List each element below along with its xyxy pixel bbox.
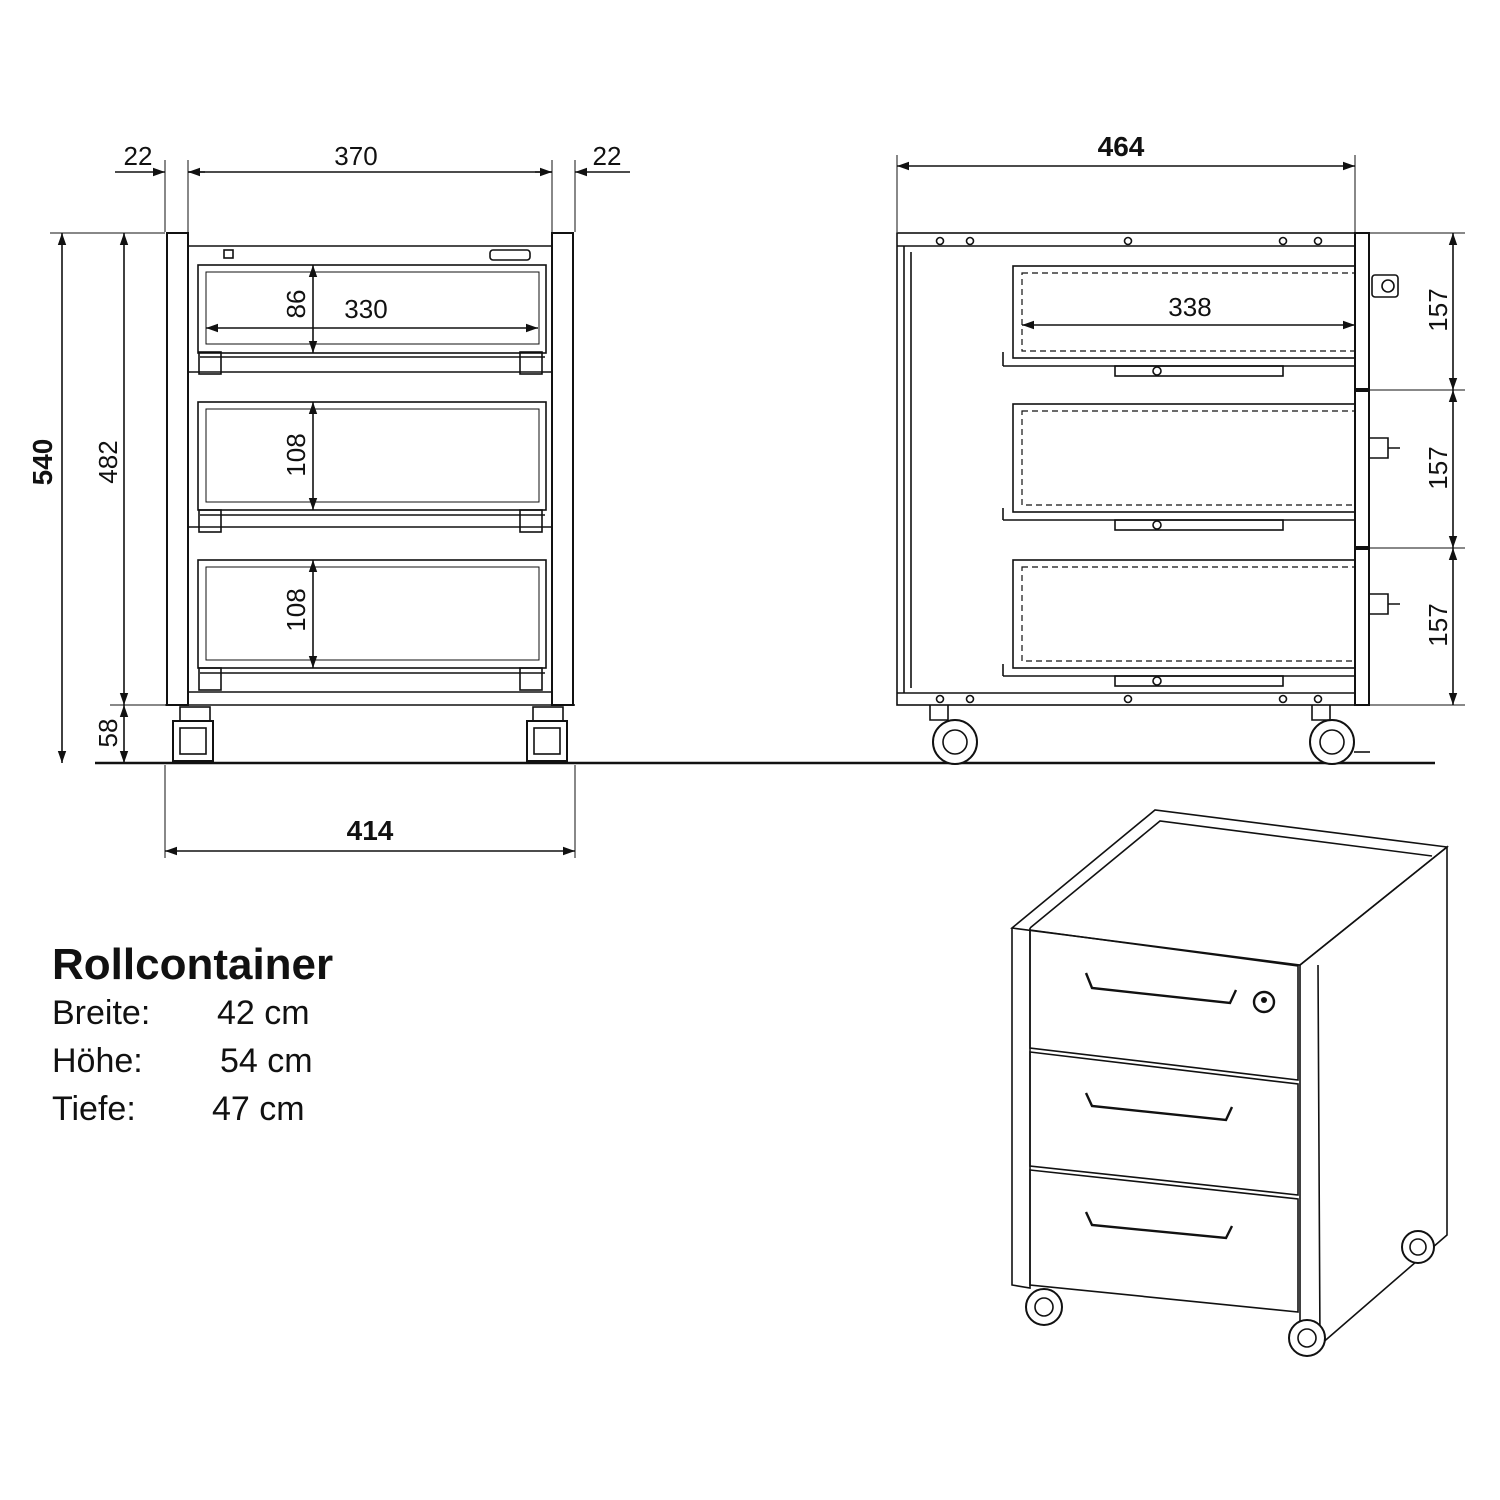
dim-side-left: 22	[124, 141, 153, 171]
screw-holes	[935, 236, 1323, 704]
front-drawer-2	[188, 401, 552, 533]
handle-side-2	[1369, 437, 1400, 459]
dim-drawer3-height: 108	[281, 588, 311, 631]
front-drawer-3	[197, 559, 547, 691]
side-drawer-1	[1002, 265, 1356, 377]
spec-table: Rollcontainer Breite: 42 cm Höhe: 54 cm …	[52, 940, 372, 1138]
handle-1	[1084, 972, 1238, 1005]
spec-row-width: Breite: 42 cm	[52, 994, 372, 1042]
dim-depth: 464	[1098, 131, 1145, 162]
side-drawer-3	[1002, 559, 1356, 687]
handle-2	[1084, 1092, 1234, 1122]
dim-body-height: 482	[93, 440, 123, 483]
dim-inner-width: 370	[334, 141, 377, 171]
key-lock-icon	[1252, 990, 1276, 1014]
perspective-view	[1010, 809, 1449, 1357]
dim-front1-height: 157	[1423, 288, 1453, 331]
spec-label: Höhe:	[52, 1042, 143, 1080]
perspective-casters	[1025, 1230, 1435, 1357]
side-caster-left	[929, 705, 978, 765]
dim-drawer-width: 330	[344, 294, 387, 324]
dim-drawer1-height: 86	[281, 290, 311, 319]
spec-label: Breite:	[52, 994, 151, 1032]
spec-label: Tiefe:	[52, 1090, 136, 1128]
dim-total-width: 414	[347, 815, 394, 846]
handle-3	[1084, 1211, 1234, 1240]
dim-drawer2-height: 108	[281, 433, 311, 476]
spec-value: 47 cm	[212, 1090, 305, 1128]
dim-caster-height: 58	[93, 719, 123, 748]
spec-row-height: Höhe: 54 cm	[52, 1042, 372, 1090]
side-caster-right	[1309, 705, 1370, 765]
side-view: 464	[896, 131, 1465, 765]
spec-value: 42 cm	[217, 994, 310, 1032]
front-view: 22 370 22	[27, 141, 630, 858]
spec-row-depth: Tiefe: 47 cm	[52, 1090, 372, 1138]
front-drawer-1	[188, 264, 552, 375]
front-caster-right	[526, 706, 568, 762]
product-title: Rollcontainer	[52, 940, 334, 989]
side-drawer-2	[1002, 403, 1356, 531]
dim-side-right: 22	[593, 141, 622, 171]
dim-drawer-depth: 338	[1168, 292, 1211, 322]
spec-value: 54 cm	[220, 1042, 313, 1080]
lock-icon	[1371, 274, 1399, 298]
handle-side-3	[1369, 593, 1400, 615]
dim-front2-height: 157	[1423, 446, 1453, 489]
dim-front3-height: 157	[1423, 603, 1453, 646]
dim-total-height: 540	[27, 439, 58, 486]
front-caster-left	[172, 706, 214, 762]
